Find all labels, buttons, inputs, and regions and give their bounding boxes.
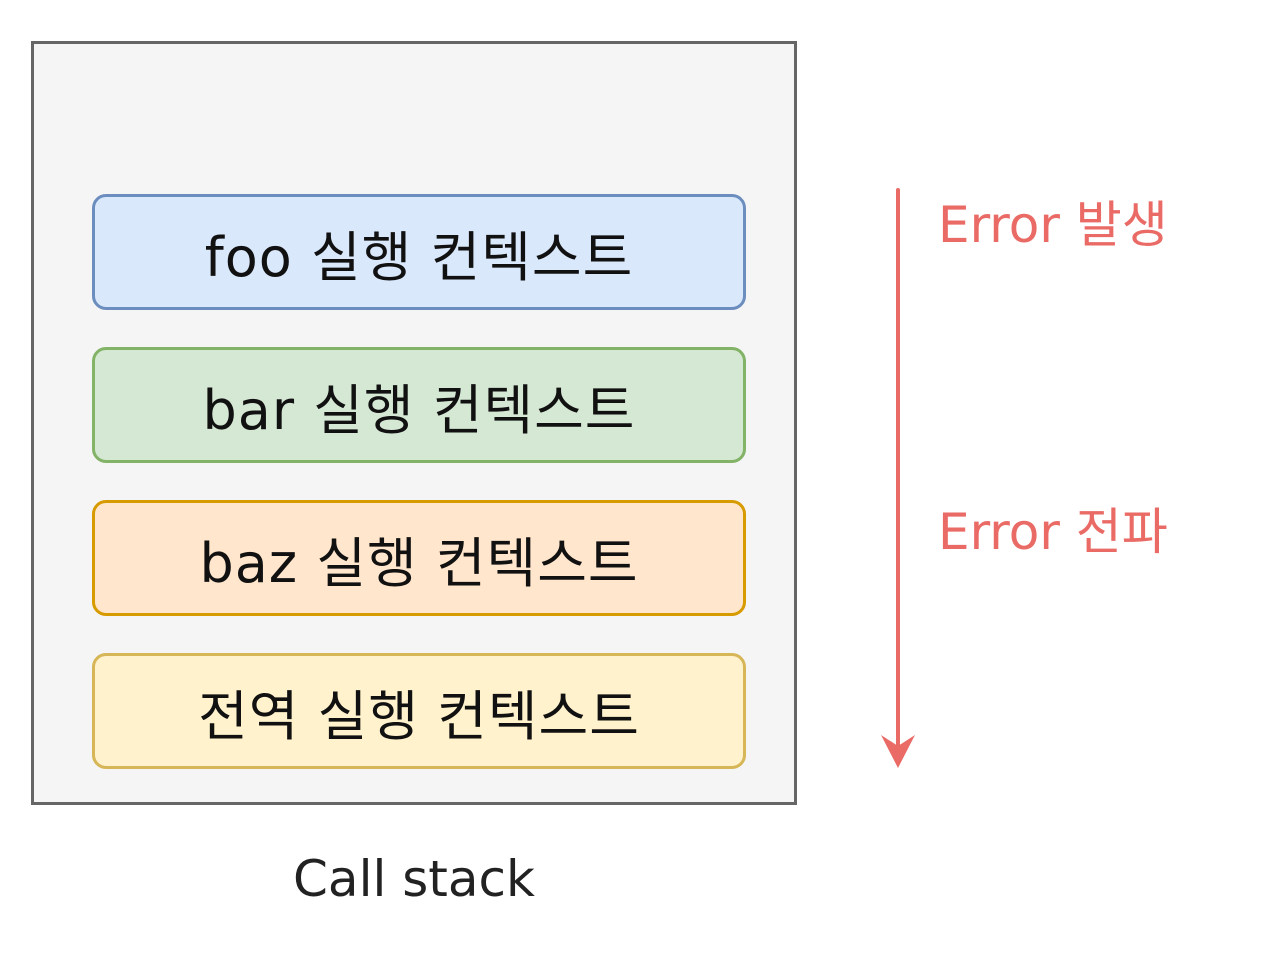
frame-baz-execution-context: baz 실행 컨텍스트: [92, 500, 746, 616]
call-stack-label: Call stack: [293, 850, 535, 908]
error-occur-label: Error 발생: [938, 196, 1168, 254]
error-propagation-arrow: [881, 188, 915, 768]
frame-label: foo 실행 컨텍스트: [204, 225, 634, 289]
frame-foo-execution-context: foo 실행 컨텍스트: [92, 194, 746, 310]
frame-global-execution-context: 전역 실행 컨텍스트: [92, 653, 746, 769]
frame-label: baz 실행 컨텍스트: [199, 531, 639, 595]
frame-label: 전역 실행 컨텍스트: [198, 684, 640, 748]
error-propagate-label: Error 전파: [938, 503, 1168, 561]
frame-label: bar 실행 컨텍스트: [202, 378, 636, 442]
frame-bar-execution-context: bar 실행 컨텍스트: [92, 347, 746, 463]
